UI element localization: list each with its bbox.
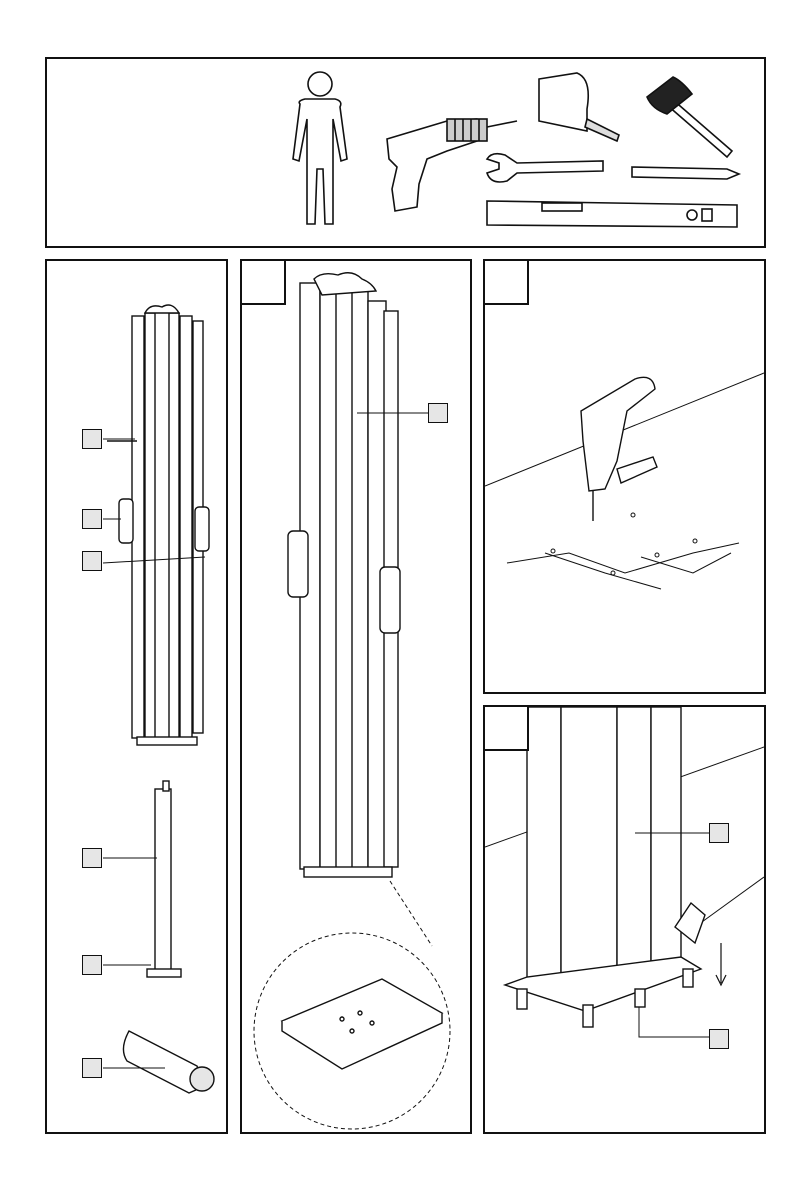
- part-badge-1: [82, 429, 102, 449]
- person-icon: [293, 72, 347, 224]
- cassette-badge: [709, 823, 729, 843]
- cassette-large: [288, 273, 400, 877]
- tools-panel: [45, 57, 766, 248]
- fastening-illustration: [485, 707, 764, 1132]
- tape-measure-icon: [539, 73, 619, 141]
- down-arrow: [716, 943, 726, 985]
- tools-illustration: [47, 59, 764, 246]
- part-badge-6: [82, 1058, 102, 1078]
- part-badge-3: [82, 551, 102, 571]
- wall-edge-bottom: [695, 877, 764, 927]
- mallet-icon: [647, 77, 732, 157]
- anchor-bolt-drawing: [123, 1031, 214, 1093]
- cassette-badge: [428, 403, 448, 423]
- cassette-base-drawing: [505, 707, 705, 1027]
- anchor-bolt-badge: [709, 1029, 729, 1049]
- part-badge-5: [82, 955, 102, 975]
- drilling-illustration: [485, 261, 764, 692]
- step-tab-corner: [485, 261, 529, 305]
- step-panel-fastening: [483, 705, 766, 1134]
- screen-cassette-drawing: [107, 305, 209, 745]
- drill-drawing: [581, 377, 657, 521]
- leader-line-bottom: [639, 1007, 709, 1037]
- drill-icon: [387, 119, 517, 211]
- spirit-level-icon: [487, 201, 737, 227]
- cassette-detail-illustration: [242, 261, 470, 1132]
- step-panel-drilling: [483, 259, 766, 694]
- step-panel-base: [240, 259, 472, 1134]
- parts-illustration: [47, 261, 226, 1132]
- pencil-icon: [632, 167, 739, 179]
- detail-callout: [390, 881, 432, 946]
- parts-panel: [45, 259, 228, 1134]
- support-post-drawing: [147, 781, 181, 977]
- step-tab-corner: [242, 261, 286, 305]
- drill-marks: [507, 513, 739, 589]
- base-plate-detail: [282, 979, 442, 1069]
- part-badge-4: [82, 848, 102, 868]
- step-tab-corner: [485, 707, 529, 751]
- part-badge-2: [82, 509, 102, 529]
- wrench-icon: [487, 154, 603, 182]
